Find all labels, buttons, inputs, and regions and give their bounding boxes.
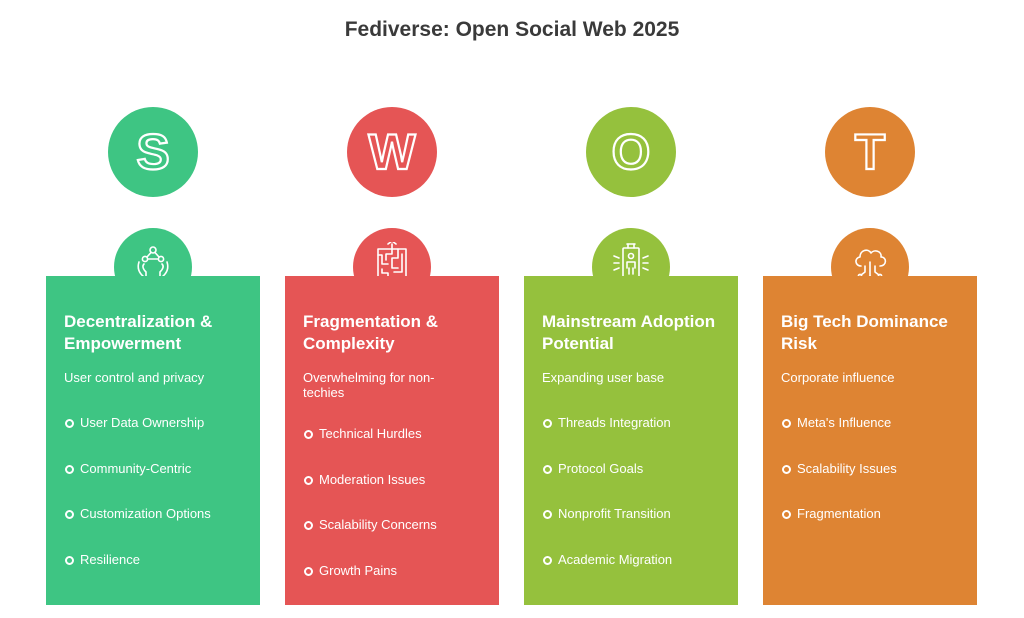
- card-heading: Decentralization & Empowerment: [64, 312, 213, 353]
- list-item: Resilience: [65, 552, 140, 568]
- letter-w: W: [368, 124, 416, 180]
- letter-t: T: [855, 124, 886, 180]
- swot-card-weaknesses: Fragmentation & Complexity Overwhelming …: [285, 276, 499, 605]
- bullet-icon: [65, 510, 74, 519]
- card-heading: Big Tech Dominance Risk: [781, 312, 948, 353]
- card-subtitle: User control and privacy: [64, 370, 205, 385]
- list-item-label: Moderation Issues: [319, 472, 426, 487]
- bullet-icon: [304, 476, 313, 485]
- list-item-label: Nonprofit Transition: [558, 506, 671, 521]
- list-item: Meta's Influence: [782, 415, 892, 431]
- list-item: Technical Hurdles: [304, 426, 422, 442]
- card-heading: Fragmentation & Complexity: [303, 312, 439, 353]
- bullet-icon: [65, 465, 74, 474]
- card-subtitle: Overwhelming for non-techies: [303, 370, 435, 400]
- bullet-icon: [304, 521, 313, 530]
- swot-card-opportunities: Mainstream Adoption Potential Expanding …: [524, 276, 738, 605]
- swot-column-threats: T Big Tech Dominance Risk Corporate infl…: [763, 0, 977, 618]
- swot-column-strengths: S Decentralization & Empowerment User co…: [46, 0, 260, 618]
- list-item-label: Meta's Influence: [797, 415, 892, 430]
- list-item: User Data Ownership: [65, 415, 205, 431]
- bullet-icon: [304, 430, 313, 439]
- list-item-label: Community-Centric: [80, 461, 192, 476]
- card-subtitle: Corporate influence: [781, 370, 895, 385]
- list-item-label: Technical Hurdles: [319, 426, 422, 441]
- list-item-label: Scalability Issues: [797, 461, 897, 476]
- swot-column-weaknesses: W Fragmentation & Complexity Overwhelmin…: [285, 0, 499, 618]
- list-item-label: Academic Migration: [558, 552, 673, 567]
- list-item-label: Fragmentation: [797, 506, 881, 521]
- list-item-label: Customization Options: [80, 506, 211, 521]
- list-item: Academic Migration: [543, 552, 673, 568]
- swot-column-opportunities: O Mainstream Adoption Potential Expandin…: [524, 0, 738, 618]
- swot-card-strengths: Decentralization & Empowerment User cont…: [46, 276, 260, 605]
- bullet-icon: [543, 465, 552, 474]
- list-item-label: Threads Integration: [558, 415, 671, 430]
- list-item: Nonprofit Transition: [543, 506, 671, 522]
- maze-icon: [377, 242, 407, 278]
- list-item: Moderation Issues: [304, 472, 426, 488]
- bullet-icon: [543, 419, 552, 428]
- list-item-label: Growth Pains: [319, 563, 398, 578]
- person-spotlight-icon: [613, 243, 649, 279]
- card-heading: Mainstream Adoption Potential: [542, 312, 716, 353]
- bullet-icon: [304, 567, 313, 576]
- list-item: Community-Centric: [65, 461, 192, 477]
- list-item: Threads Integration: [543, 415, 671, 431]
- letter-circle-s: S: [108, 107, 198, 197]
- swot-card-threats: Big Tech Dominance Risk Corporate influe…: [763, 276, 977, 605]
- list-item-label: Resilience: [80, 552, 140, 567]
- letter-circle-t: T: [825, 107, 915, 197]
- bullet-icon: [782, 510, 791, 519]
- card-subtitle: Expanding user base: [542, 370, 665, 385]
- bullet-icon: [65, 419, 74, 428]
- letter-o: O: [612, 124, 651, 180]
- bullet-icon: [543, 556, 552, 565]
- letter-s: S: [136, 124, 169, 180]
- list-item-label: Protocol Goals: [558, 461, 644, 476]
- bullet-icon: [782, 419, 791, 428]
- list-item: Customization Options: [65, 506, 211, 522]
- page-title: Fediverse: Open Social Web 2025: [344, 18, 680, 41]
- letter-circle-w: W: [347, 107, 437, 197]
- bullet-icon: [543, 510, 552, 519]
- bullet-icon: [782, 465, 791, 474]
- list-item: Scalability Issues: [782, 461, 897, 477]
- letter-circle-o: O: [586, 107, 676, 197]
- list-item: Growth Pains: [304, 563, 398, 579]
- bullet-icon: [65, 556, 74, 565]
- list-item-label: User Data Ownership: [80, 415, 205, 430]
- list-item: Protocol Goals: [543, 461, 644, 477]
- list-item: Scalability Concerns: [304, 517, 437, 533]
- list-item: Fragmentation: [782, 506, 881, 522]
- list-item-label: Scalability Concerns: [319, 517, 437, 532]
